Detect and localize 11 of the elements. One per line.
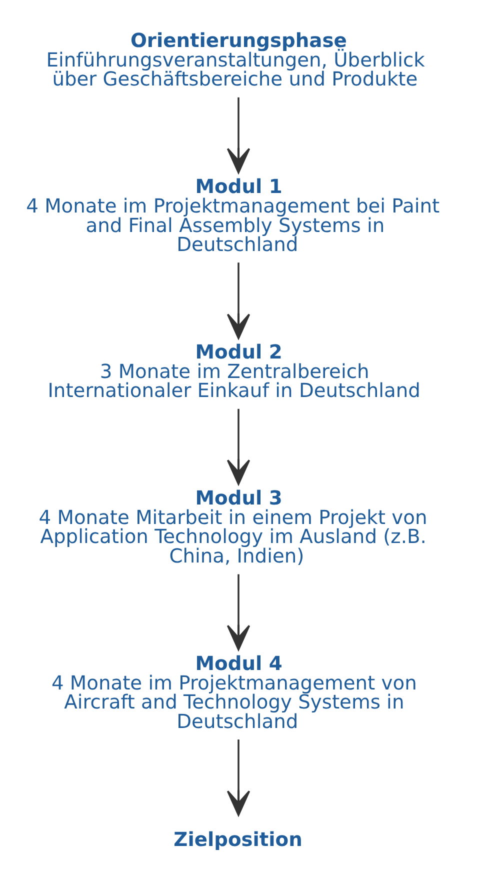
node-text: Orientierungsphase Einführungsveranstaltungen, Überblick über Geschäftsbereiche und Produkte [46, 28, 425, 90]
node-text: Modul 2 3 Monate im Zentralbereich Internationaler Einkauf in Deutschland [48, 340, 420, 402]
arrow [226, 262, 250, 339]
arrow [226, 96, 250, 173]
node-text: Modul 1 4 Monate im Projektmanagement bei Paint and Final Assembly Systems in Deutschland [26, 174, 440, 256]
arrow [226, 408, 250, 484]
node-text: Modul 4 4 Monate im Projektmanagement von Aircraft and Technology Systems in Deutschland [51, 651, 417, 733]
node-text: Zielposition [174, 827, 302, 850]
arrow [226, 574, 250, 650]
node-text: Modul 3 4 Monate Mitarbeit in einem Projekt von Application Technology im Ausland (z.B. China, Indien) [38, 486, 428, 568]
arrow [226, 739, 250, 816]
